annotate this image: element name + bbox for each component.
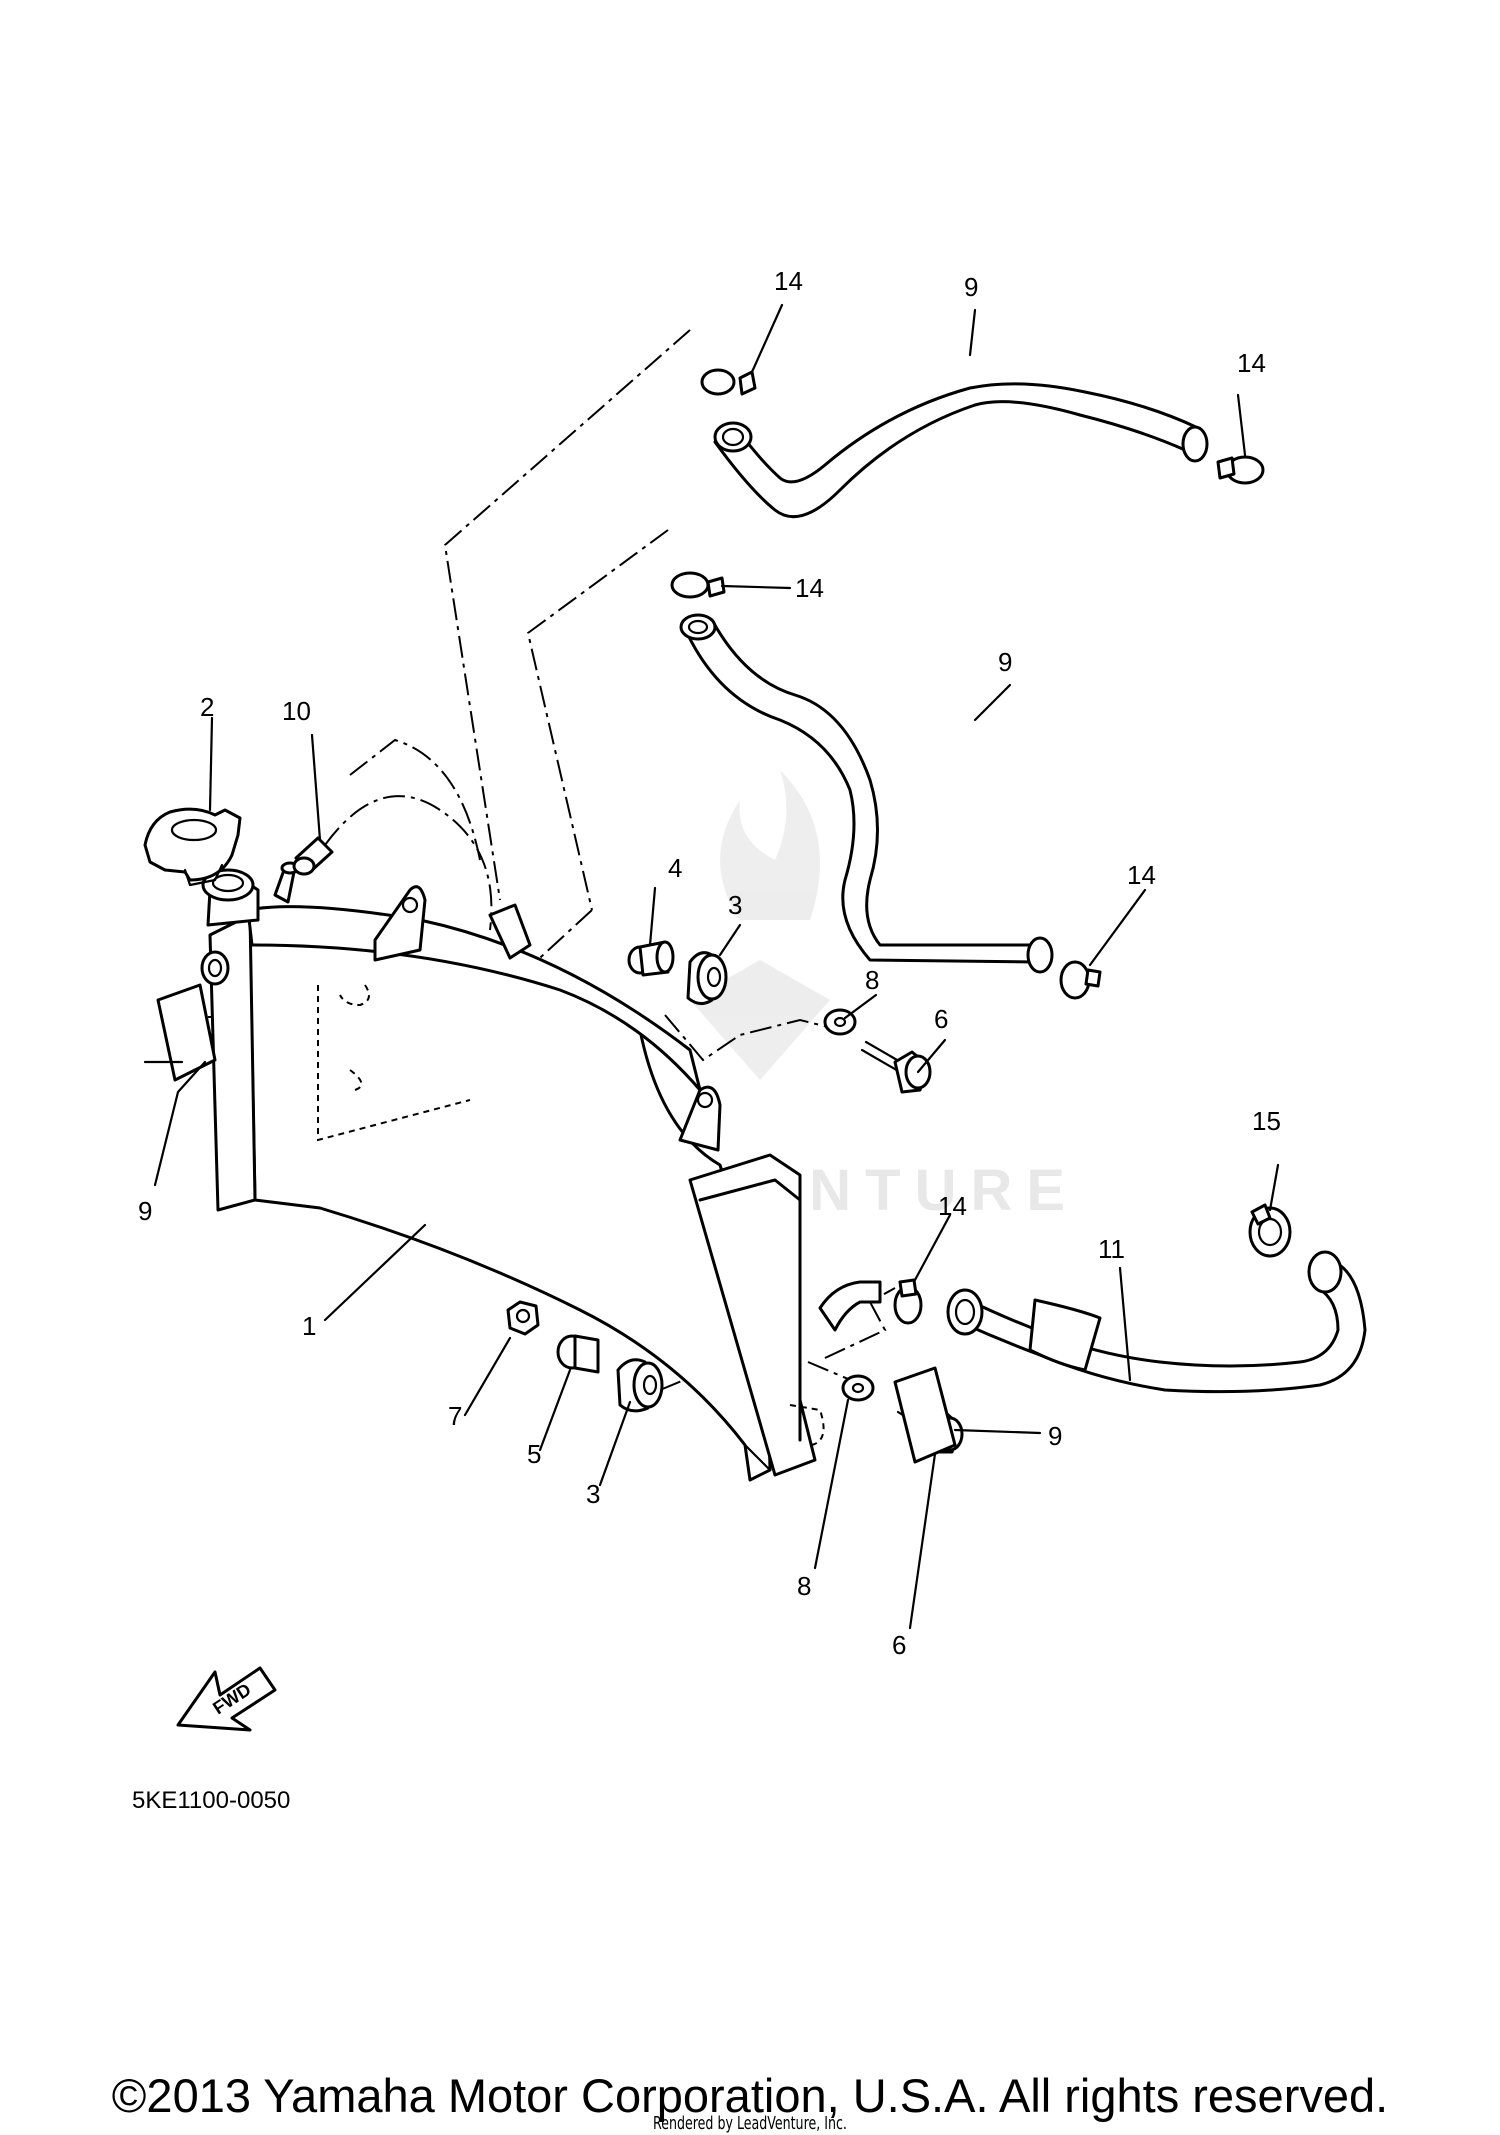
- callout-1: 1: [302, 1311, 316, 1341]
- callout-5: 5: [527, 1439, 541, 1469]
- clamp-14-lower: [1059, 960, 1102, 1000]
- fwd-arrow-icon: FWD: [176, 1666, 277, 1732]
- sheets-9: [156, 983, 957, 1464]
- callout-4: 4: [668, 853, 682, 883]
- bolt-6-upper: [860, 1040, 932, 1094]
- radiator-cap: [143, 807, 242, 887]
- grommet-3-lower: [616, 1358, 664, 1413]
- rendered-by: Rendered by LeadVenture, Inc.: [653, 2113, 847, 2134]
- hose-clamps: [670, 368, 1292, 1325]
- clamp-14-right: [1216, 455, 1265, 485]
- callout-6-lower: 6: [892, 1630, 906, 1660]
- callout-10: 10: [282, 696, 311, 726]
- hose-12: [713, 382, 1209, 519]
- callout-14-bottom: 14: [938, 1191, 967, 1221]
- callout-7: 7: [448, 1401, 462, 1431]
- hose-11: [946, 1250, 1367, 1394]
- callout-14-top: 14: [774, 266, 803, 296]
- clamp-15: [1248, 1203, 1292, 1258]
- callout-3-upper: 3: [728, 890, 742, 920]
- clamp-14-top: [700, 368, 757, 396]
- clamp-14-bottom: [893, 1278, 923, 1325]
- callout-15: 15: [1252, 1106, 1281, 1136]
- nut-7: [506, 1300, 540, 1336]
- drawing-code: 5KE1100-0050: [132, 1787, 290, 1814]
- copyright-notice: ©2013 Yamaha Motor Corporation, U.S.A. A…: [111, 2069, 1389, 2122]
- washer-8-lower: [841, 1374, 875, 1402]
- collar-4: [627, 940, 675, 977]
- collar-5: [556, 1334, 600, 1374]
- callout-12: 9: [964, 272, 978, 302]
- hose-13: [679, 613, 1054, 974]
- callout-14-middle: 14: [795, 573, 824, 603]
- callout-2: 2: [200, 692, 214, 722]
- callout-6-upper: 6: [934, 1004, 948, 1034]
- callout-13: 9: [998, 647, 1012, 677]
- callout-14-right: 14: [1237, 348, 1266, 378]
- assembly-lines: [170, 329, 896, 1396]
- callout-8-upper: 8: [865, 965, 879, 995]
- clamp-14-middle: [670, 571, 726, 599]
- radiator: [200, 861, 882, 1482]
- callout-11: 11: [1098, 1234, 1125, 1264]
- callout-9-left: 9: [138, 1196, 152, 1226]
- breather-hose: [292, 795, 532, 960]
- callout-14-lower: 14: [1127, 860, 1156, 890]
- callout-8-lower: 8: [797, 1571, 811, 1601]
- leader-lines: [143, 303, 1280, 1630]
- callout-9-right: 9: [1048, 1421, 1062, 1451]
- grommet-3-upper: [686, 951, 728, 1005]
- callout-numbers: 14 9 14 14 9 2 10 14 4 3 8 6 15 9 14 11 …: [138, 266, 1281, 1660]
- callout-3-lower: 3: [586, 1479, 600, 1509]
